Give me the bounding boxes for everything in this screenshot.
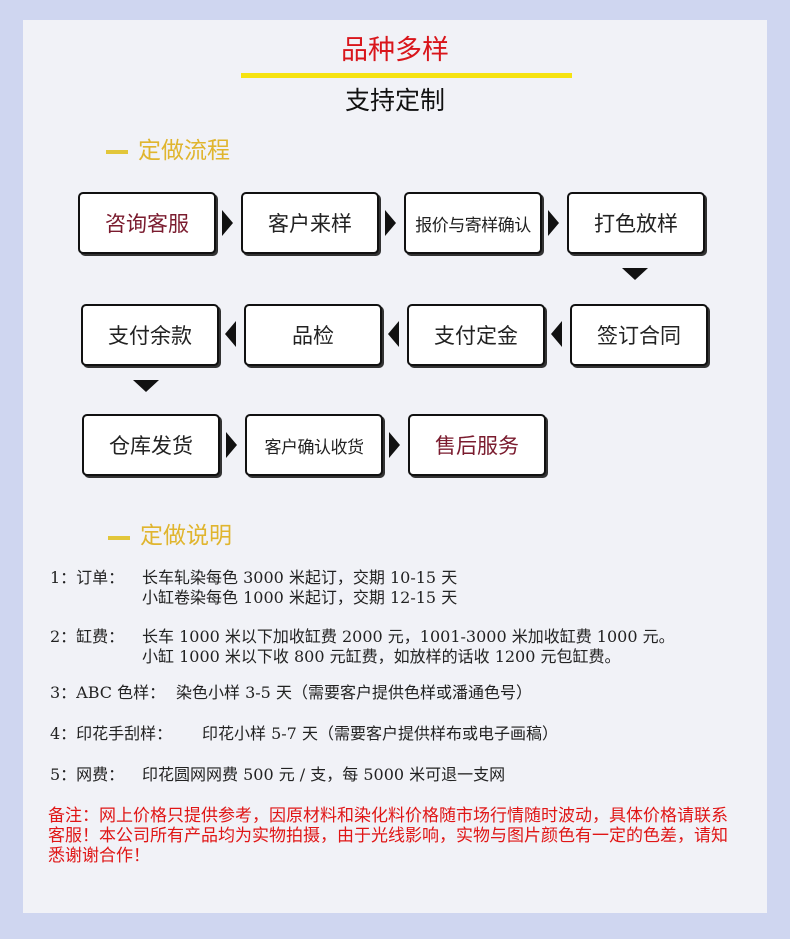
arrow-right-icon <box>226 432 237 458</box>
info-heading: 定做说明 <box>140 523 232 549</box>
info-label: 5：网费： <box>50 765 125 784</box>
page-subtitle: 支持定制 <box>344 86 445 115</box>
arrow-left-icon <box>551 321 562 347</box>
step-inspection: 品检 <box>244 304 382 366</box>
info-text: 印花小样 5-7 天（需要客户提供样布或电子画稿） <box>202 724 558 743</box>
page-title: 品种多样 <box>341 35 449 66</box>
section-marker <box>106 150 128 154</box>
info-label: 4：印花手刮样： <box>50 724 173 743</box>
info-text: 染色小样 3-5 天（需要客户提供色样或潘通色号） <box>176 683 532 702</box>
info-text: 印花圆网网费 500 元 / 支，每 5000 米可退一支网 <box>142 765 506 784</box>
info-label: 1：订单： <box>50 568 125 587</box>
step-after-sales: 售后服务 <box>408 414 546 476</box>
arrow-right-icon <box>222 210 233 236</box>
step-contract: 签订合同 <box>570 304 708 366</box>
arrow-right-icon <box>548 210 559 236</box>
arrow-down-icon <box>622 268 648 280</box>
step-consult: 咨询客服 <box>78 192 216 254</box>
info-text: 长车 1000 米以下加收缸费 2000 元，1001-3000 米加收缸费 1… <box>142 627 675 646</box>
info-label: 2：缸费： <box>50 627 125 646</box>
process-heading: 定做流程 <box>138 138 230 164</box>
info-text: 小缸 1000 米以下收 800 元缸费，如放样的话收 1200 元包缸费。 <box>142 647 621 666</box>
step-color-sample: 打色放样 <box>567 192 705 254</box>
arrow-right-icon <box>385 210 396 236</box>
step-receipt: 客户确认收货 <box>245 414 383 476</box>
step-sample: 客户来样 <box>241 192 379 254</box>
title-divider <box>241 73 572 78</box>
arrow-right-icon <box>389 432 400 458</box>
arrow-down-icon <box>133 380 159 392</box>
step-deposit: 支付定金 <box>407 304 545 366</box>
step-final-payment: 支付余款 <box>81 304 219 366</box>
section-marker <box>108 536 130 540</box>
info-text: 小缸卷染每色 1000 米起订，交期 12-15 天 <box>142 588 458 607</box>
disclaimer-note: 备注：网上价格只提供参考，因原材料和染化料价格随市场行情随时波动，具体价格请联系… <box>48 806 728 866</box>
arrow-left-icon <box>225 321 236 347</box>
info-text: 长车轧染每色 3000 米起订，交期 10-15 天 <box>142 568 458 587</box>
step-shipping: 仓库发货 <box>82 414 220 476</box>
info-label: 3：ABC 色样： <box>50 683 166 702</box>
arrow-left-icon <box>388 321 399 347</box>
step-quote: 报价与寄样确认 <box>404 192 542 254</box>
